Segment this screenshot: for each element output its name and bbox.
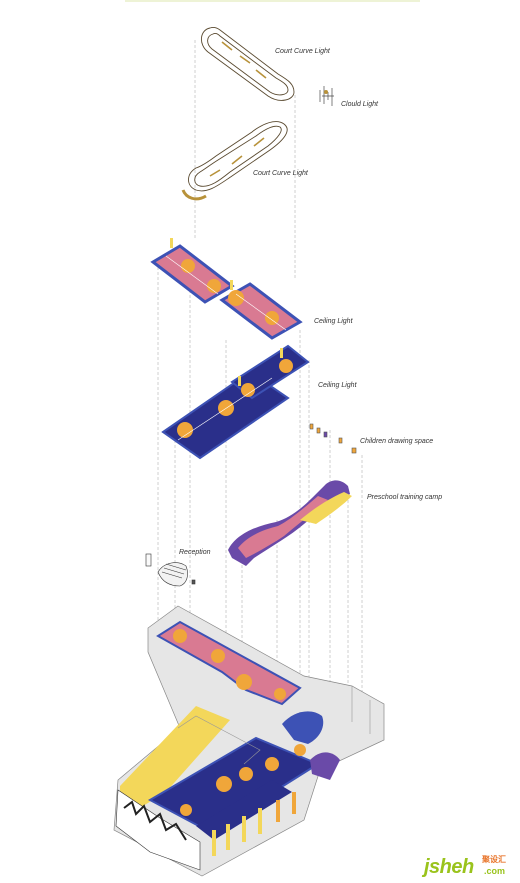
children-drawing-props <box>309 423 357 454</box>
label-court-curve-light-mid: Court Curve Light <box>253 170 308 177</box>
watermark-chinese: 聚设汇 <box>482 855 506 864</box>
alignment-leader-lines <box>157 40 363 740</box>
court-curve-light-top <box>201 26 295 101</box>
cloud-light-fixtures <box>319 86 334 106</box>
pink-court-layer <box>150 238 303 340</box>
label-preschool-training-camp: Preschool training camp <box>367 494 443 501</box>
label-children-drawing-space: Children drawing space <box>360 438 434 445</box>
court-curve-light-mid <box>188 121 288 192</box>
base-floor-plan <box>113 605 385 877</box>
preschool-ribbon <box>228 480 352 566</box>
reception-desk <box>145 553 196 587</box>
curve-light-gold-end <box>181 189 207 201</box>
label-ceiling-light-2: Ceiling Light <box>318 382 357 389</box>
label-reception: Reception <box>179 549 211 556</box>
watermark-logo: jsheh 聚设汇 .com <box>424 852 516 880</box>
label-cloud-light: Clould Light <box>341 101 378 108</box>
watermark-brand: jsheh <box>424 856 474 878</box>
watermark-domain: .com <box>484 866 506 876</box>
label-court-curve-light-top: Court Curve Light <box>275 48 330 55</box>
blue-court-layer <box>161 344 310 460</box>
label-ceiling-light-1: Ceiling Light <box>314 318 353 325</box>
